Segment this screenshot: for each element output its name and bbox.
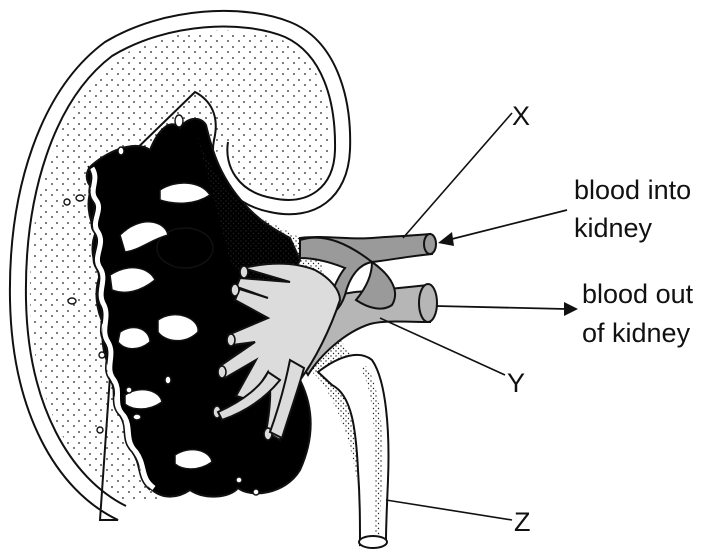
label-blood-in-line1: blood into: [574, 175, 691, 205]
leader-z: [386, 500, 512, 520]
label-blood-out-line1: blood out: [582, 279, 694, 309]
arrow-blood-in: [438, 210, 567, 246]
label-x: X: [512, 101, 530, 131]
label-z: Z: [514, 507, 531, 537]
leader-y: [380, 318, 505, 375]
label-blood-in-line2: kidney: [574, 213, 653, 243]
arrow-blood-out: [436, 302, 578, 316]
leader-x: [403, 113, 512, 238]
label-y: Y: [507, 368, 525, 398]
label-blood-out-line2: of kidney: [582, 318, 691, 348]
